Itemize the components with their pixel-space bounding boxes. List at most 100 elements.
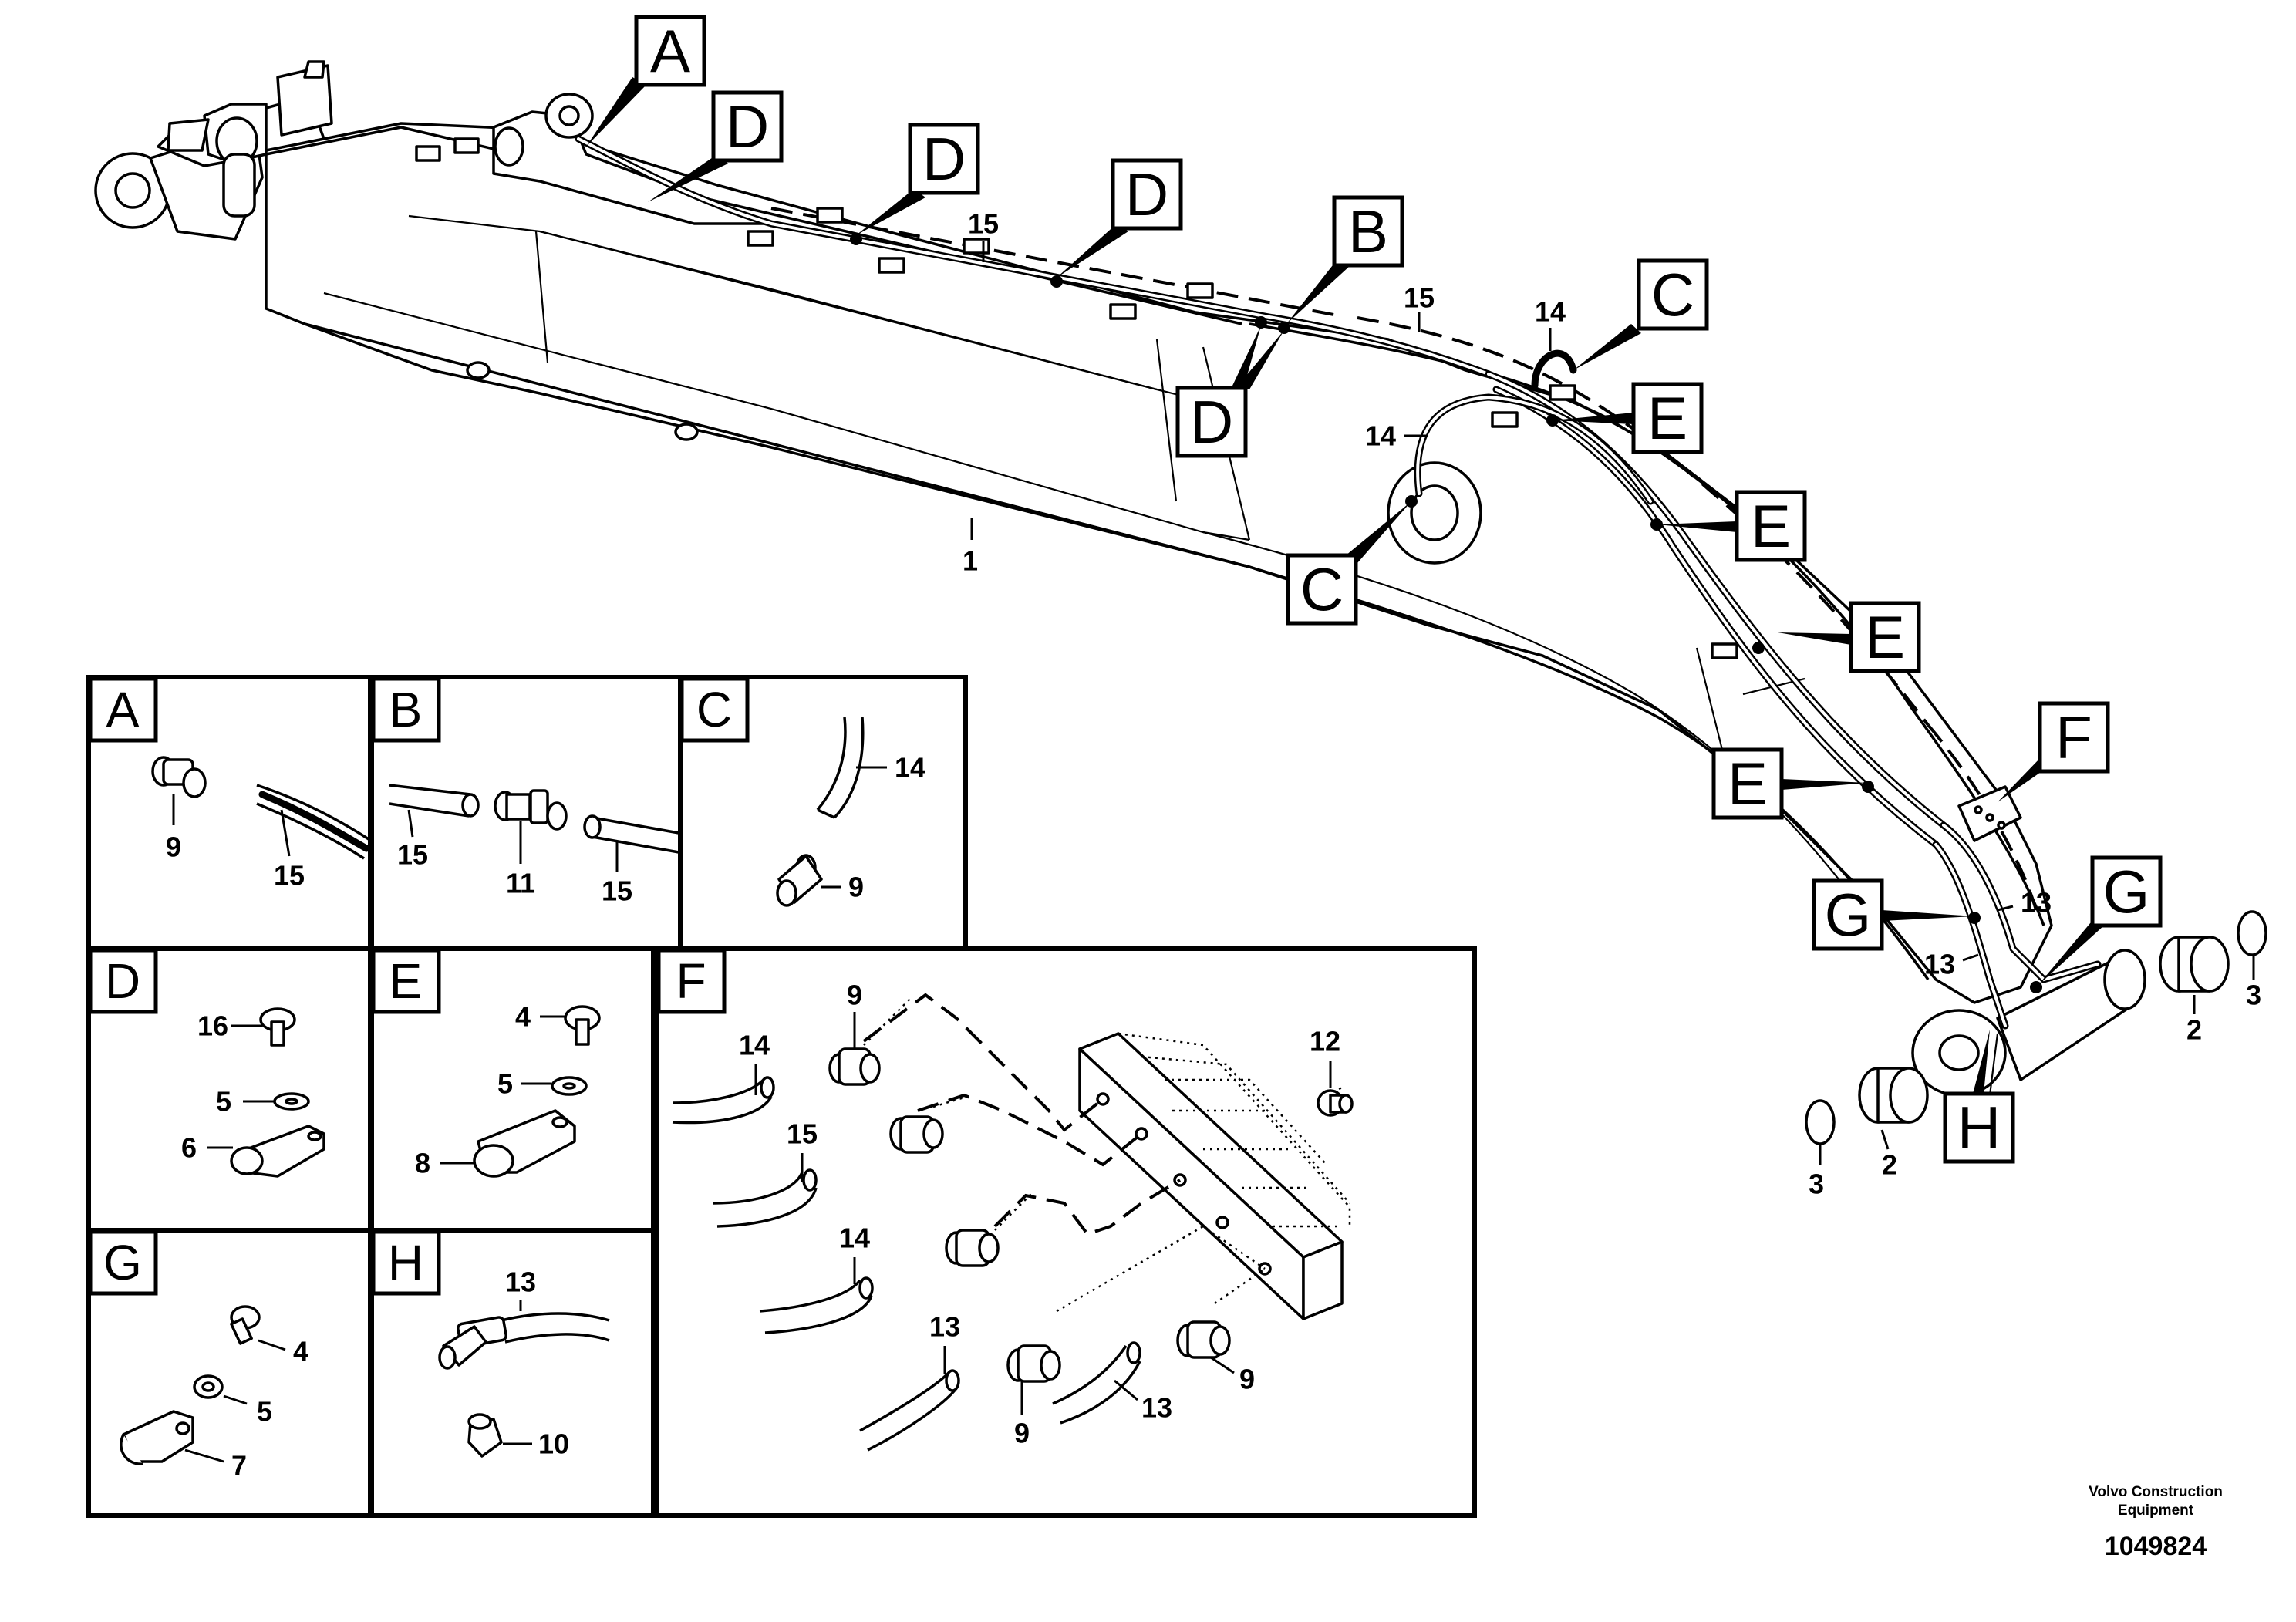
panel-d-part-1: 16 [197, 1010, 228, 1042]
panel-d-letter: D [105, 953, 140, 1009]
footer: Volvo Construction Equipment 1049824 [2089, 1484, 2223, 1561]
panel-f-part-3: 15 [787, 1118, 818, 1150]
part-2-b: 2 [2186, 1014, 2202, 1046]
panel-f-part-9: 9 [1239, 1364, 1255, 1395]
panel-f-part-6: 12 [1310, 1026, 1340, 1057]
fitting-icon [1006, 1344, 1061, 1383]
panel-a-letter: A [106, 682, 140, 737]
detail-panel-h: H 13 10 [369, 1228, 656, 1518]
part-14-a: 14 [1535, 296, 1566, 328]
callout-h: H [1957, 1094, 2001, 1162]
top-clamp-blocks [415, 137, 1738, 659]
part-2-a: 2 [1882, 1149, 1897, 1181]
plug-icon [1317, 1089, 1354, 1117]
panel-e-part-3: 8 [415, 1148, 430, 1179]
panel-g-part-2: 5 [257, 1396, 272, 1428]
callout-c-mid: C [1300, 555, 1344, 623]
panel-f-part-8: 13 [1141, 1392, 1172, 1424]
detail-panel-e: E 4 5 8 [369, 946, 656, 1233]
pin-bushings [1805, 910, 2267, 1145]
part-15-a: 15 [968, 208, 999, 240]
hose-runs [575, 135, 2102, 1096]
callout-e-2: E [1751, 492, 1791, 560]
panel-f-part-1: 9 [847, 980, 862, 1011]
detail-panel-f: F [655, 946, 1477, 1518]
main-part-numbers: 1 15 15 14 14 13 13 2 2 3 3 [963, 208, 2261, 1200]
part-13-a: 13 [2021, 887, 2052, 919]
panel-b-part-1: 15 [397, 839, 428, 871]
union-icon [494, 789, 568, 831]
panel-e-letter: E [389, 953, 423, 1009]
p-clamp-icon [230, 1125, 325, 1178]
washer-icon [551, 1076, 588, 1096]
panel-b-part-3: 15 [602, 875, 632, 907]
part-14-b: 14 [1365, 420, 1396, 452]
fitting-icon [889, 1115, 944, 1154]
fitting-icon [1176, 1320, 1231, 1359]
detail-panel-d: D 16 5 6 [86, 946, 373, 1233]
panel-e-part-1: 4 [515, 1001, 531, 1033]
fitting-icon [776, 854, 823, 907]
panel-g-part-3: 7 [231, 1450, 247, 1482]
brand-line-2: Equipment [2118, 1502, 2194, 1519]
detail-panel-a: A 9 15 [86, 675, 373, 951]
panel-f-part-7: 9 [1014, 1418, 1030, 1449]
panel-c-part-1: 14 [895, 752, 925, 784]
elbow-fitting-icon [467, 1413, 503, 1458]
fitting-icon [828, 1047, 881, 1086]
callout-d-3: D [1125, 160, 1168, 228]
panel-c-letter: C [696, 682, 732, 737]
panel-f-part-2: 14 [739, 1030, 770, 1061]
panel-d-part-2: 5 [216, 1086, 231, 1118]
fitting-icon [151, 756, 207, 825]
bolt-icon [564, 1005, 601, 1046]
panel-e-part-2: 5 [497, 1068, 513, 1100]
part-13-b: 13 [1924, 949, 1955, 980]
part-15-b: 15 [1404, 282, 1435, 314]
panel-f-part-4: 14 [839, 1222, 870, 1254]
bolt-icon [259, 1007, 296, 1047]
panel-a-part-2: 15 [274, 860, 305, 892]
callout-c-top: C [1651, 261, 1694, 329]
callout-g-1: G [1825, 881, 1872, 949]
hose-clamps [850, 233, 2042, 993]
callout-g-2: G [2103, 858, 2150, 926]
callout-d-1: D [726, 93, 769, 160]
callout-e-3: E [1865, 603, 1905, 671]
callout-b-top: B [1348, 197, 1388, 265]
panel-f-part-5: 13 [929, 1311, 960, 1343]
part-3-b: 3 [2246, 980, 2261, 1011]
callout-e-1: E [1647, 384, 1687, 452]
panel-f-letter: F [676, 953, 706, 1009]
drawing-number: 1049824 [2105, 1532, 2207, 1561]
p-clamp-icon [473, 1109, 576, 1178]
callout-e-4: E [1728, 750, 1768, 818]
main-callouts: A D D D B D C C E [586, 15, 2163, 1164]
washer-icon [273, 1092, 310, 1111]
panel-b-letter: B [389, 682, 423, 737]
callout-f: F [2055, 703, 2092, 771]
panel-h-part-2: 10 [538, 1428, 569, 1460]
detail-panel-c: C 14 9 [678, 675, 968, 951]
panel-d-part-3: 6 [181, 1132, 197, 1164]
brand-line-1: Volvo Construction [2089, 1484, 2223, 1500]
part-1: 1 [963, 545, 978, 577]
p-clamp-icon [120, 1410, 194, 1465]
panel-a-part-1: 9 [166, 831, 181, 863]
hose-segment [256, 784, 370, 860]
manifold-block-detail [1078, 1032, 1351, 1320]
part-3-a: 3 [1809, 1168, 1824, 1200]
bolt-icon [230, 1305, 261, 1345]
detail-panel-b: B 15 11 15 [369, 675, 683, 951]
callout-d-2: D [922, 125, 966, 193]
panel-h-letter: H [388, 1235, 423, 1290]
panel-g-letter: G [103, 1235, 142, 1290]
panel-c-part-2: 9 [848, 872, 864, 903]
panel-h-part-1: 13 [505, 1266, 536, 1298]
fitting-icon [945, 1229, 1000, 1267]
panel-b-part-2: 11 [506, 868, 535, 899]
callout-a-top: A [650, 17, 690, 85]
washer-icon [193, 1374, 224, 1399]
detail-panel-g: G 4 5 7 [86, 1228, 373, 1518]
